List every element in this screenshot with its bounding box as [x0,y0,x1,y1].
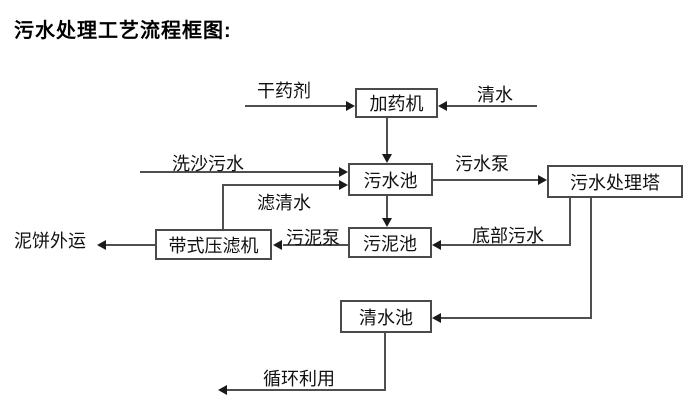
connector-clean-water-line [447,105,537,107]
connector-dosing-to-sewage-line [386,118,388,154]
node-sewage-treatment-tower: 污水处理塔 [547,165,683,198]
connector-recycle-vline [384,333,386,390]
filtered-water-arrowhead-icon [339,180,348,190]
edge-label-mud-cake-out: 泥饼外运 [14,231,86,251]
connector-filtered-water-line [222,184,340,186]
connector-recycle-line [227,389,386,391]
clean-water-arrowhead-icon [438,101,447,111]
edge-label-sewage-pump: 污水泵 [455,154,509,174]
connector-dry-agent-line [245,105,347,107]
sewage-to-sludge-arrowhead-icon [382,218,392,227]
sewage-pump-arrowhead-icon [538,175,547,185]
connector-filtered-water-vline [222,184,224,229]
edge-label-recycle-use: 循环利用 [263,369,335,389]
node-sludge-pool: 污泥池 [348,227,432,258]
edge-label-dry-agent: 干药剂 [257,81,311,101]
recycle-arrowhead-icon [218,385,227,395]
bottom-sewage-arrowhead-icon [432,240,441,250]
node-clean-water-pool: 清水池 [340,300,432,333]
node-sewage-pool: 污水池 [348,163,433,196]
edge-label-clean-water: 清水 [477,85,513,105]
connector-sewage-to-sludge-line [386,196,388,218]
edge-label-filtered-water: 滤清水 [257,193,311,213]
tower-to-clean-arrowhead-icon [432,313,441,323]
connector-sludge-pump-line [283,244,348,246]
node-belt-filter-press: 带式压滤机 [155,229,272,260]
page-title: 污水处理工艺流程框图: [14,20,232,42]
dry-agent-arrowhead-icon [346,101,355,111]
node-dosing-machine: 加药机 [355,88,438,118]
dosing-to-sewage-arrowhead-icon [382,154,392,163]
connector-sand-washing-line [140,171,340,173]
connector-bottom-sewage-line [441,244,571,246]
mud-cake-arrowhead-icon [97,240,106,250]
connector-sewage-pump-line [433,179,539,181]
edge-label-sand-washing-sewage: 洗沙污水 [172,154,244,174]
connector-tower-to-clean-line [441,317,592,319]
connector-mud-cake-line [106,244,155,246]
sand-washing-arrowhead-icon [339,167,348,177]
connector-tower-to-clean-vline [590,198,592,319]
sludge-pump-arrowhead-icon [273,240,282,250]
connector-bottom-sewage-vline [569,198,571,246]
edge-label-bottom-sewage: 底部污水 [472,226,544,246]
edge-label-sludge-pump: 污泥泵 [286,228,340,248]
